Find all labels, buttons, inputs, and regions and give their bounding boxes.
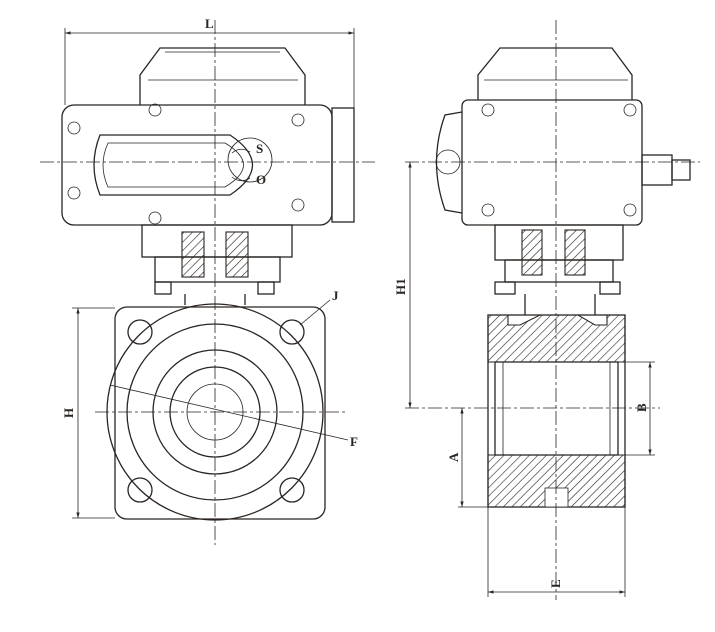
dimension-h: H [61, 307, 115, 519]
dim-label-f: F [350, 434, 358, 449]
side-view: H1 B A E [393, 20, 700, 600]
dim-label-a: A [446, 452, 461, 462]
dimension-h1: H1 [393, 162, 412, 408]
valve-body-section [487, 314, 626, 508]
side-bracket [494, 224, 624, 315]
actuator-body: S O [61, 103, 355, 226]
dimension-l: L [64, 16, 355, 108]
bolt-heads [67, 103, 305, 225]
dim-label-e: E [548, 579, 563, 588]
centerlines [40, 20, 375, 545]
dimension-j: J [299, 288, 339, 326]
front-view: S O L H F J [40, 16, 375, 545]
dimension-e: E [487, 507, 626, 597]
dimension-f: F [109, 384, 358, 449]
dim-label-h: H [61, 408, 76, 418]
indicator-shut-label: S [256, 141, 263, 156]
mounting-bracket [141, 224, 293, 305]
dimension-a: A [446, 408, 488, 508]
dim-label-j: J [332, 288, 339, 303]
shut-arrow-icon [231, 148, 251, 154]
dim-label-b: B [634, 403, 649, 412]
indicator-open-label: O [256, 172, 266, 187]
side-actuator [435, 47, 691, 226]
dimension-b: B [625, 361, 655, 456]
dim-label-l: L [205, 16, 214, 31]
side-centerlines [405, 20, 700, 600]
open-arrow-icon [231, 176, 251, 182]
actuator-cover [139, 47, 306, 105]
dim-label-h1: H1 [393, 278, 408, 295]
